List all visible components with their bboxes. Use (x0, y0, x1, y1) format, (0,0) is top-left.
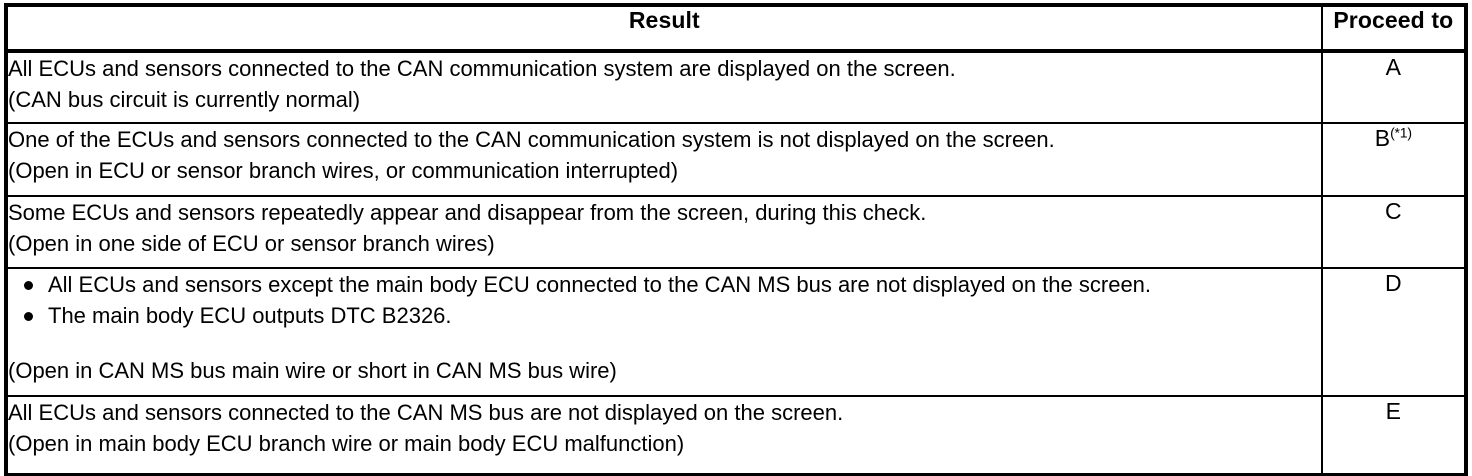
result-text-line: (Open in CAN MS bus main wire or short i… (8, 358, 617, 383)
proceed-to-cell: A (1320, 50, 1466, 124)
result-description-cell: All ECUs and sensors connected to the CA… (6, 395, 1323, 475)
result-bullet-item: All ECUs and sensors except the main bod… (8, 269, 1321, 300)
proceed-to-letter: B (1374, 125, 1391, 151)
result-text-line: (Open in main body ECU branch wire or ma… (8, 431, 685, 456)
table-body: All ECUs and sensors connected to the CA… (6, 50, 1466, 475)
proceed-to-letter: C (1384, 198, 1402, 224)
table-row: One of the ECUs and sensors connected to… (6, 122, 1466, 197)
proceed-to-letter: D (1384, 270, 1402, 296)
result-description-cell: All ECUs and sensors connected to the CA… (6, 50, 1323, 124)
proceed-to-letter: A (1385, 54, 1401, 80)
result-text-line: (Open in ECU or sensor branch wires, or … (8, 158, 679, 183)
column-header-result: Result (6, 5, 1323, 53)
column-header-proceed-to: Proceed to (1320, 5, 1466, 53)
result-bullet-text: The main body ECU outputs DTC B2326. (48, 303, 452, 328)
diagnostic-result-table: Result Proceed to All ECUs and sensors c… (4, 3, 1468, 476)
table-row: All ECUs and sensors except the main bod… (6, 267, 1466, 397)
result-description-cell: Some ECUs and sensors repeatedly appear … (6, 195, 1323, 269)
result-text-line: (Open in one side of ECU or sensor branc… (8, 231, 495, 256)
header-row: Result Proceed to (6, 5, 1466, 53)
proceed-to-footnote-marker: (*1) (1390, 124, 1412, 141)
result-text-line: All ECUs and sensors connected to the CA… (8, 56, 956, 81)
result-text-line: (CAN bus circuit is currently normal) (8, 87, 361, 112)
table-row: All ECUs and sensors connected to the CA… (6, 50, 1466, 124)
proceed-to-letter: E (1385, 398, 1401, 424)
bullet-dot-icon (24, 281, 33, 290)
proceed-to-cell: E (1320, 395, 1466, 475)
result-text-line: One of the ECUs and sensors connected to… (8, 127, 1055, 152)
proceed-to-cell: C (1320, 195, 1466, 269)
result-description-cell: One of the ECUs and sensors connected to… (6, 122, 1323, 197)
table-header: Result Proceed to (6, 5, 1466, 53)
result-description-cell: All ECUs and sensors except the main bod… (6, 267, 1323, 397)
proceed-to-cell: D (1320, 267, 1466, 397)
result-bullet-item: The main body ECU outputs DTC B2326. (8, 300, 1321, 331)
bullet-dot-icon (24, 312, 33, 321)
result-text-line: Some ECUs and sensors repeatedly appear … (8, 200, 927, 225)
paragraph-spacer (8, 331, 1321, 355)
proceed-to-cell: B(*1) (1320, 122, 1466, 197)
result-bullet-text: All ECUs and sensors except the main bod… (48, 272, 1152, 297)
result-text-line: All ECUs and sensors connected to the CA… (8, 400, 844, 425)
result-bullet-list: All ECUs and sensors except the main bod… (8, 269, 1321, 331)
table-row: All ECUs and sensors connected to the CA… (6, 395, 1466, 475)
table-row: Some ECUs and sensors repeatedly appear … (6, 195, 1466, 269)
